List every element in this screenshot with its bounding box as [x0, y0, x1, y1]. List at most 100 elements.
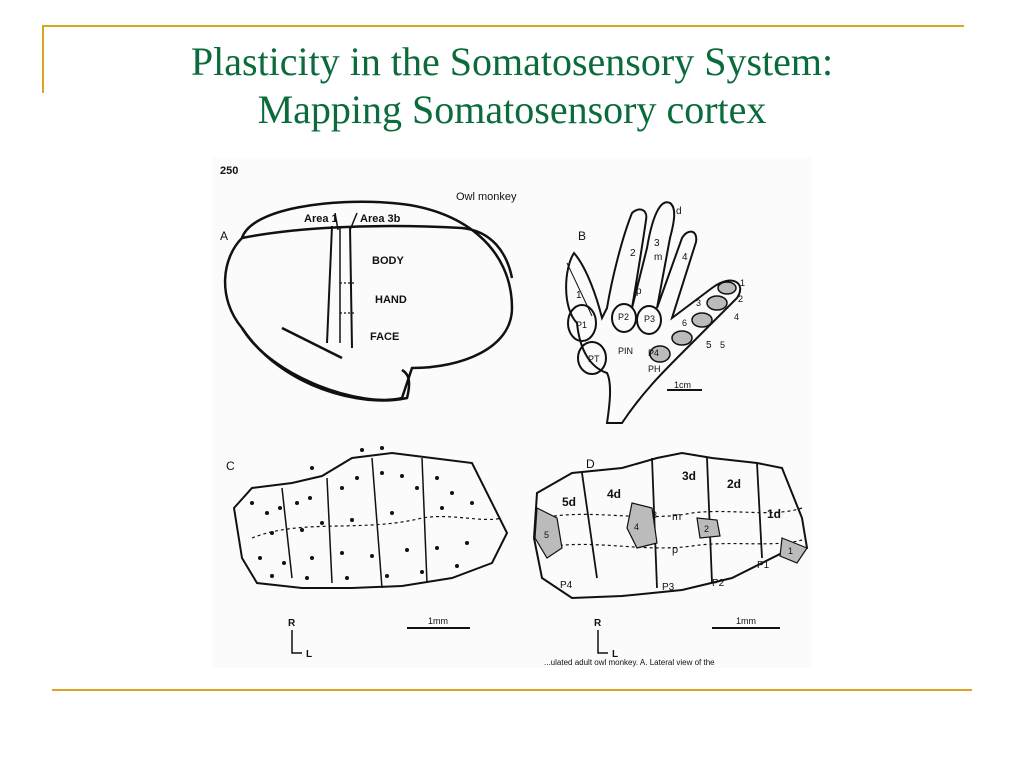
- shaded-region-2: [696, 517, 721, 539]
- axis-c-r: R: [288, 618, 296, 629]
- figure-somatosensory-maps: 250 A Area 1 Area 3b BODY HAND FACE Owl …: [212, 158, 812, 668]
- palm-label-p1: P1: [576, 320, 587, 330]
- map-d-border-1: [581, 472, 598, 579]
- inset-4: 4: [634, 522, 639, 532]
- region-p4: P4: [560, 580, 573, 591]
- map-c-border-4: [421, 457, 428, 584]
- pad-p3: [636, 305, 662, 335]
- strip-left: [326, 225, 333, 344]
- finger-1: [566, 262, 593, 317]
- inset-1: 1: [788, 546, 793, 556]
- region-2d: 2d: [727, 477, 741, 491]
- label-species: Owl monkey: [456, 191, 517, 203]
- shaded-patch-1: [717, 281, 737, 295]
- shaded-pad-p4: [649, 345, 671, 363]
- segment-label-m: m: [654, 252, 662, 263]
- map-d-dashed-1: [541, 507, 803, 519]
- segment-label-p: p: [636, 286, 642, 297]
- inset-5: 5: [544, 530, 549, 540]
- map-d-dashed-2: [541, 539, 803, 549]
- brain-top-fold: [241, 224, 514, 279]
- map-d-outline: [532, 451, 809, 600]
- digit-label-2: 2: [630, 248, 636, 259]
- scale-label-b: 1cm: [674, 380, 691, 390]
- arrow-area3b: [349, 212, 358, 231]
- top-rule: [42, 25, 964, 27]
- strip-right: [349, 225, 353, 349]
- callout-5: 5: [720, 340, 725, 350]
- arrow-area1: [334, 212, 339, 231]
- sulcus-line: [281, 326, 343, 360]
- palm-label-pin: PIN: [618, 346, 633, 356]
- shaded-patch-6: [671, 330, 693, 346]
- palm-label-p4: P4: [648, 348, 659, 358]
- pad-p1: [567, 304, 597, 342]
- map-d-border-4: [756, 462, 763, 559]
- shaded-patch-3: [706, 295, 728, 311]
- label-area3b: Area 3b: [360, 213, 401, 225]
- panel-a-letter: A: [220, 229, 228, 243]
- palm-label-p2: P2: [618, 312, 629, 322]
- axis-c-arrows: [291, 630, 302, 654]
- label-face: FACE: [370, 331, 399, 343]
- title-line-2: Mapping Somatosensory cortex: [257, 87, 767, 132]
- shaded-patch-5: [691, 312, 713, 328]
- pad-p2: [611, 303, 637, 333]
- brain-outline: [223, 200, 514, 402]
- axis-d-r: R: [594, 618, 602, 629]
- callout-6: 6: [682, 318, 687, 328]
- digit-label-5: 5: [706, 340, 712, 351]
- hand-outline: [565, 201, 742, 424]
- label-hand: HAND: [375, 294, 407, 306]
- panel-c-letter: C: [226, 459, 235, 473]
- figure-svg: 250 A Area 1 Area 3b BODY HAND FACE Owl …: [220, 165, 809, 667]
- inset-2: 2: [704, 524, 709, 534]
- scale-label-c: 1mm: [428, 616, 448, 626]
- map-c-outline: [232, 451, 509, 589]
- slide-title: Plasticity in the Somatosensory System: …: [60, 38, 964, 134]
- axis-c-l: L: [306, 649, 312, 660]
- callout-1: 1: [740, 278, 745, 288]
- panel-d-letter: D: [586, 457, 595, 471]
- pad-pt: [577, 341, 607, 375]
- map-c-border-3: [371, 457, 383, 589]
- region-4d: 4d: [607, 487, 621, 501]
- digit-label-4: 4: [682, 252, 688, 263]
- caption-fragment: ...ulated adult owl monkey. A. Lateral v…: [544, 658, 715, 667]
- panel-b-letter: B: [578, 229, 586, 243]
- title-line-1: Plasticity in the Somatosensory System:: [190, 39, 834, 84]
- brain-temporal-lobe: [240, 327, 411, 402]
- map-c-border-1: [281, 487, 293, 579]
- map-c-dashed: [251, 515, 503, 539]
- region-3d: 3d: [682, 469, 696, 483]
- digit-label-1: 1: [576, 290, 582, 301]
- region-1d: 1d: [767, 507, 781, 521]
- shaded-region-5: [534, 507, 563, 559]
- scale-label-d: 1mm: [736, 616, 756, 626]
- region-p: p: [672, 544, 678, 556]
- label-area1: Area 1: [304, 213, 338, 225]
- callout-2: 2: [738, 294, 743, 304]
- shaded-region-1: [779, 537, 808, 564]
- region-p1: P1: [757, 560, 770, 571]
- axis-d-arrows: [597, 630, 608, 654]
- palm-label-p3: P3: [644, 314, 655, 324]
- callout-4: 4: [734, 312, 739, 322]
- callout-3: 3: [696, 298, 701, 308]
- left-rule: [42, 25, 44, 93]
- region-p2: P2: [712, 578, 725, 589]
- bottom-rule: [52, 689, 972, 691]
- label-body: BODY: [372, 255, 404, 267]
- map-c-dots: [250, 446, 474, 580]
- region-p3: P3: [662, 582, 675, 593]
- region-5d: 5d: [562, 495, 576, 509]
- palm-label-ph: PH: [648, 364, 661, 374]
- page-number: 250: [220, 165, 238, 177]
- digit-label-3: 3: [654, 238, 660, 249]
- axis-d-l: L: [612, 649, 618, 660]
- map-c-border-2: [326, 477, 333, 584]
- inset-3: 3: [652, 510, 657, 520]
- shaded-region-4: [626, 502, 658, 549]
- region-m: m: [672, 511, 681, 523]
- palm-label-pt: PT: [588, 354, 600, 364]
